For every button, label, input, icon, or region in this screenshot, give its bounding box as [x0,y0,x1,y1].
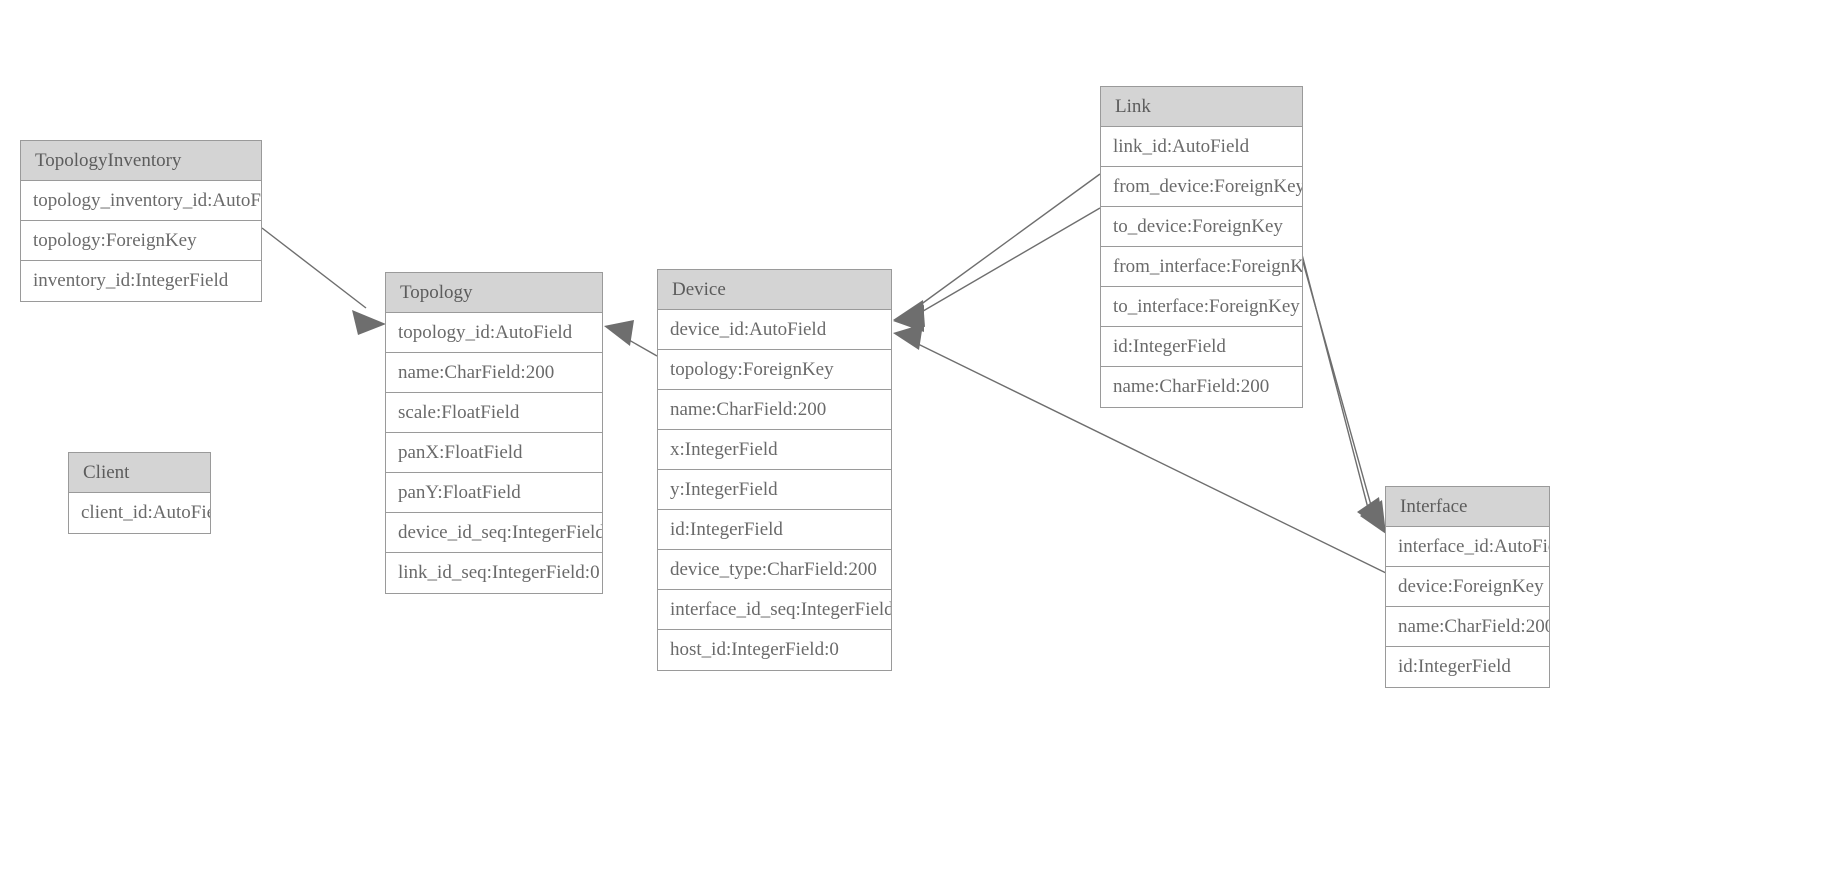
entity-field: topology:ForeignKey [21,221,261,261]
entity-field: link_id:AutoField [1101,127,1302,167]
entity-field: x:IntegerField [658,430,891,470]
entity-device[interactable]: Device device_id:AutoField topology:Fore… [657,269,892,671]
entity-field: id:IntegerField [1386,647,1549,687]
entity-field: to_device:ForeignKey [1101,207,1302,247]
relationship-link-to-interface [1302,261,1386,534]
entity-field: device:ForeignKey [1386,567,1549,607]
entity-topology[interactable]: Topology topology_id:AutoField name:Char… [385,272,603,594]
entity-client[interactable]: Client client_id:AutoField [68,452,211,534]
entity-title-interface: Interface [1386,487,1549,527]
entity-title-link: Link [1101,87,1302,127]
entity-field: panX:FloatField [386,433,602,473]
entity-field: name:CharField:200 [1386,607,1549,647]
entity-field: name:CharField:200 [1101,367,1302,407]
entity-field: link_id_seq:IntegerField:0 [386,553,602,593]
entity-title-client: Client [69,453,210,493]
entity-field: device_id_seq:IntegerField:0 [386,513,602,553]
entity-field: topology:ForeignKey [658,350,891,390]
entity-title-topology-inventory: TopologyInventory [21,141,261,181]
entity-field: from_device:ForeignKey [1101,167,1302,207]
entity-field: topology_inventory_id:AutoField [21,181,261,221]
entity-topology-inventory[interactable]: TopologyInventory topology_inventory_id:… [20,140,262,302]
entity-field: topology_id:AutoField [386,313,602,353]
relationship-link-from-interface [1298,242,1384,531]
entity-field: device_id:AutoField [658,310,891,350]
entity-field: from_interface:ForeignKey [1101,247,1302,287]
entity-title-topology: Topology [386,273,602,313]
entity-field: interface_id:AutoField [1386,527,1549,567]
entity-field: scale:FloatField [386,393,602,433]
entity-interface[interactable]: Interface interface_id:AutoField device:… [1385,486,1550,688]
entity-field: host_id:IntegerField:0 [658,630,891,670]
entity-field: to_interface:ForeignKey [1101,287,1302,327]
relationship-link-to-device [893,207,1101,332]
entity-field: interface_id_seq:IntegerField:0 [658,590,891,630]
relationship-topologyinventory-topology [261,227,386,335]
entity-field: y:IntegerField [658,470,891,510]
entity-link[interactable]: Link link_id:AutoField from_device:Forei… [1100,86,1303,408]
entity-field: id:IntegerField [658,510,891,550]
entity-field: device_type:CharField:200 [658,550,891,590]
entity-field: id:IntegerField [1101,327,1302,367]
entity-field: panY:FloatField [386,473,602,513]
entity-field: name:CharField:200 [386,353,602,393]
relationship-device-topology [604,320,658,357]
entity-field: name:CharField:200 [658,390,891,430]
relationship-link-from-device [893,173,1101,327]
entity-field: client_id:AutoField [69,493,210,533]
entity-title-device: Device [658,270,891,310]
entity-field: inventory_id:IntegerField [21,261,261,301]
